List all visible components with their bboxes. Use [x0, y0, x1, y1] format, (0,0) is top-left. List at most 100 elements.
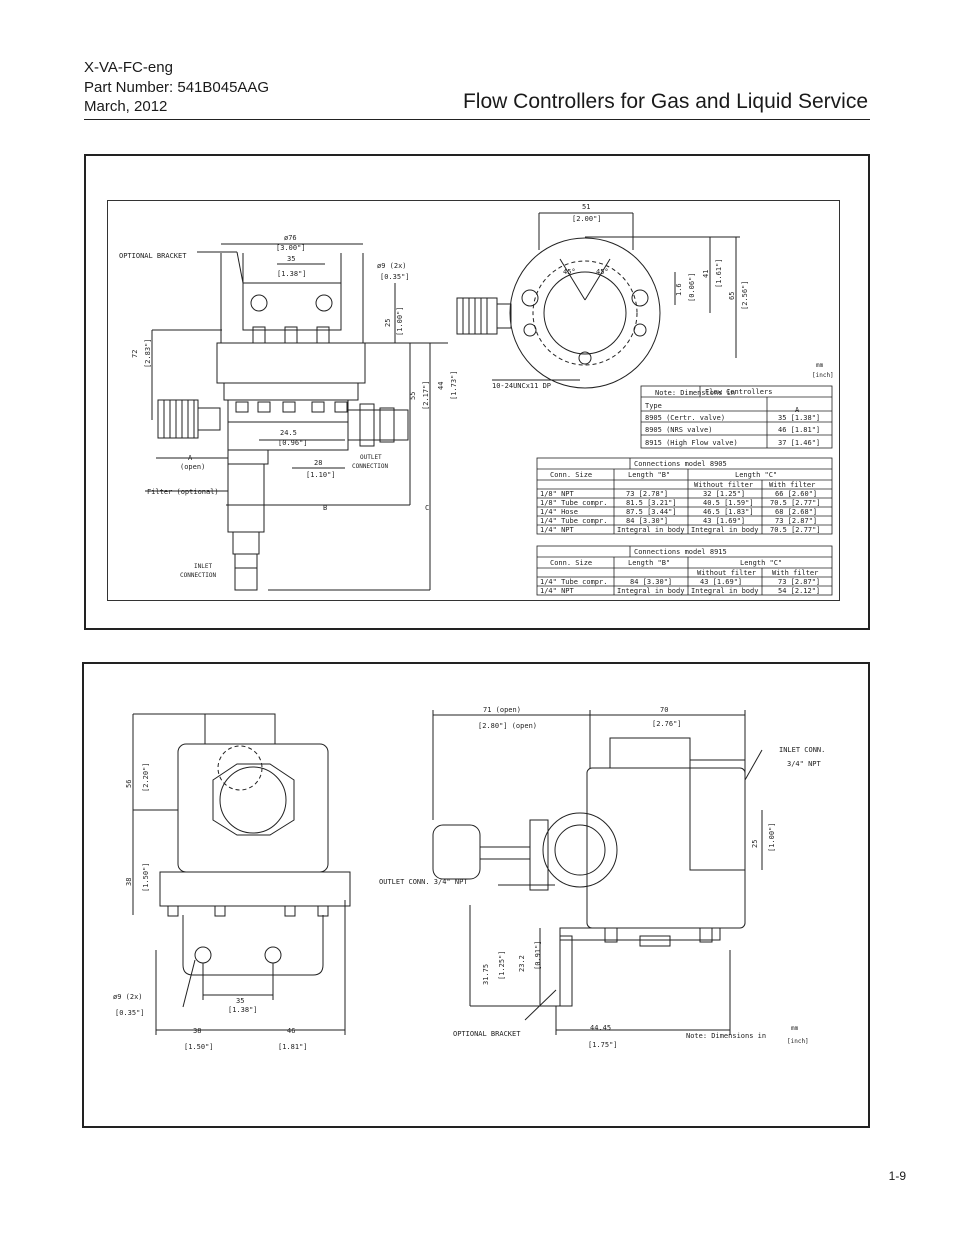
table-8905-r4-size: 1/4" Tube compr.	[540, 517, 607, 525]
table-8915-h-c: Length "C"	[740, 559, 782, 567]
table-8905-h-b: Length "B"	[628, 471, 670, 479]
dim2-71-inch: [2.80"] (open)	[478, 722, 537, 730]
doc-code: X-VA-FC-eng	[84, 59, 173, 76]
drawing-frame-2	[82, 662, 870, 1128]
dim2-38-inch: [1.50"]	[184, 1043, 214, 1051]
dim-28: 28	[314, 459, 322, 467]
table-8905-r5-b: Integral in body	[617, 526, 684, 534]
label-outlet-2: CONNECTION	[352, 463, 389, 470]
table-connections-8915	[536, 545, 833, 596]
table-8905-r4-b: 84 [3.30"]	[626, 517, 668, 525]
table-8905-r5-c1: Integral in body	[691, 526, 758, 534]
dim2-46-inch: [1.81"]	[278, 1043, 308, 1051]
table-8905-r4-c1: 43 [1.69"]	[703, 517, 745, 525]
drawing-2: 56 [2.20"] 38 [1.50"] ø9 (2x) [0.35"] 35…	[113, 706, 825, 1051]
table-flow-controllers	[640, 385, 833, 449]
table-fc-row2-a: 46 [1.81"]	[778, 426, 820, 434]
dim2-25-inch: [1.00"]	[768, 822, 776, 852]
label-inlet-2: CONNECTION	[180, 572, 217, 579]
document-header: X-VA-FC-eng Part Number: 541B045AAG Marc…	[84, 58, 269, 117]
dim2-hole-inch: [0.35"]	[115, 1009, 145, 1017]
table-8915-h-wo: Without filter	[697, 569, 756, 577]
note2-mm: mm	[791, 1025, 799, 1032]
table-8905-r3-c2: 68 [2.68"]	[775, 508, 817, 516]
table-8905-r2-b: 81.5 [3.21"]	[626, 499, 677, 507]
table-8905-r1-b: 73 [2.78"]	[626, 490, 668, 498]
dim2-23-2: 23.2	[518, 955, 526, 972]
table-8905-r5-c2: 70.5 [2.77"]	[770, 526, 821, 534]
dim2-35-inch: [1.38"]	[228, 1006, 258, 1014]
drawing-1: OPTIONAL BRACKET ø76 [3.00"] 35 [1.38"] …	[119, 203, 834, 596]
dimension-note-2: Note: Dimensions in	[686, 1032, 766, 1040]
dim-24-5-inch: [0.96"]	[278, 439, 308, 447]
label-outlet-conn: OUTLET CONN. 3/4" NPT	[379, 878, 468, 886]
dim2-44-45: 44.45	[590, 1024, 611, 1032]
table-fc-row1-type: 8905 (Certr. valve)	[645, 414, 725, 422]
table-8905-r3-size: 1/4" Hose	[540, 508, 578, 516]
dim-35: 35	[287, 255, 295, 263]
table-8905-h-c: Length "C"	[735, 471, 777, 479]
table-fc-row3-a: 37 [1.46"]	[778, 439, 820, 447]
table-8905-h-size: Conn. Size	[550, 471, 592, 479]
table-8905-r1-size: 1/8" NPT	[540, 490, 575, 498]
dim-51: 51	[582, 203, 590, 211]
dim-76-inch: [3.00"]	[276, 244, 306, 252]
table-8905-r1-c1: 32 [1.25"]	[703, 490, 745, 498]
part-number: Part Number: 541B045AAG	[84, 78, 270, 96]
table-8905-h-wo: Without filter	[694, 481, 753, 489]
dim-24-5: 24.5	[280, 429, 297, 437]
dim-a: A	[188, 454, 193, 462]
dim2-56: 56	[125, 780, 133, 788]
label-optional-bracket-2: OPTIONAL BRACKET	[453, 1030, 521, 1038]
dim-hole: ø9 (2x)	[377, 262, 407, 270]
dim-28-inch: [1.10"]	[306, 471, 336, 479]
table-8915-r1-c1: 43 [1.69"]	[700, 578, 742, 586]
dim-b: B	[323, 504, 327, 512]
angle-45-a: 45°	[563, 268, 576, 276]
note-inch: [inch]	[812, 372, 834, 379]
table-8905-r2-size: 1/8" Tube compr.	[540, 499, 607, 507]
dim-51-inch: [2.00"]	[572, 215, 602, 223]
dim2-31-75: 31.75	[482, 964, 490, 985]
dim-41: 41	[702, 270, 710, 278]
table-8915-r2-c2: 54 [2.12"]	[778, 587, 820, 595]
dim2-35: 35	[236, 997, 244, 1005]
dim2-23-2-inch: [0.91"]	[534, 940, 542, 970]
dim-41-inch: [1.61"]	[715, 258, 723, 288]
dim2-38v: 38	[125, 878, 133, 886]
dim2-56-inch: [2.20"]	[142, 762, 150, 792]
dim2-38v-inch: [1.50"]	[142, 862, 150, 892]
table-8915-r1-b: 84 [3.30"]	[630, 578, 672, 586]
page-number: 1-9	[888, 1169, 906, 1183]
dimension-note: Note: Dimensions in	[655, 389, 735, 397]
table-8905-title: Connections model 8905	[634, 460, 727, 468]
dim2-70-inch: [2.76"]	[652, 720, 682, 728]
table-fc-row1-a: 35 [1.38"]	[778, 414, 820, 422]
dim2-44-45-inch: [1.75"]	[588, 1041, 618, 1049]
label-inlet-conn: INLET CONN.	[779, 746, 825, 754]
table-8915-h-b: Length "B"	[628, 559, 670, 567]
table-fc-row2-type: 8905 (NRS valve)	[645, 426, 712, 434]
table-8905-r3-b: 87.5 [3.44"]	[626, 508, 677, 516]
drawing-border-1	[107, 200, 840, 601]
angle-45-b: 45°	[596, 268, 609, 276]
table-8915-r1-c2: 73 [2.87"]	[778, 578, 820, 586]
dim-1-6-inch: [0.06"]	[688, 272, 696, 302]
drawing-frame-1	[84, 154, 870, 630]
table-8915-h-size: Conn. Size	[550, 559, 592, 567]
page-title: Flow Controllers for Gas and Liquid Serv…	[462, 90, 868, 113]
note2-inch: [inch]	[787, 1038, 809, 1045]
dim2-25: 25	[751, 840, 759, 848]
label-inlet-1: INLET	[194, 563, 212, 570]
dim2-38: 38	[193, 1027, 201, 1035]
table-fc-title: Flow Controllers	[705, 388, 772, 396]
table-8905-r2-c1: 40.5 [1.59"]	[703, 499, 754, 507]
label-inlet-npt: 3/4" NPT	[787, 760, 822, 768]
dim-hole-inch: [0.35"]	[380, 273, 410, 281]
dim-25: 25	[384, 319, 392, 327]
dim-72: 72	[131, 350, 139, 358]
dim-76: ø76	[284, 234, 297, 242]
doc-date: March, 2012	[84, 98, 168, 115]
dim-65-inch: [2.56"]	[741, 280, 749, 310]
table-8915-r1-size: 1/4" Tube compr.	[540, 578, 607, 586]
